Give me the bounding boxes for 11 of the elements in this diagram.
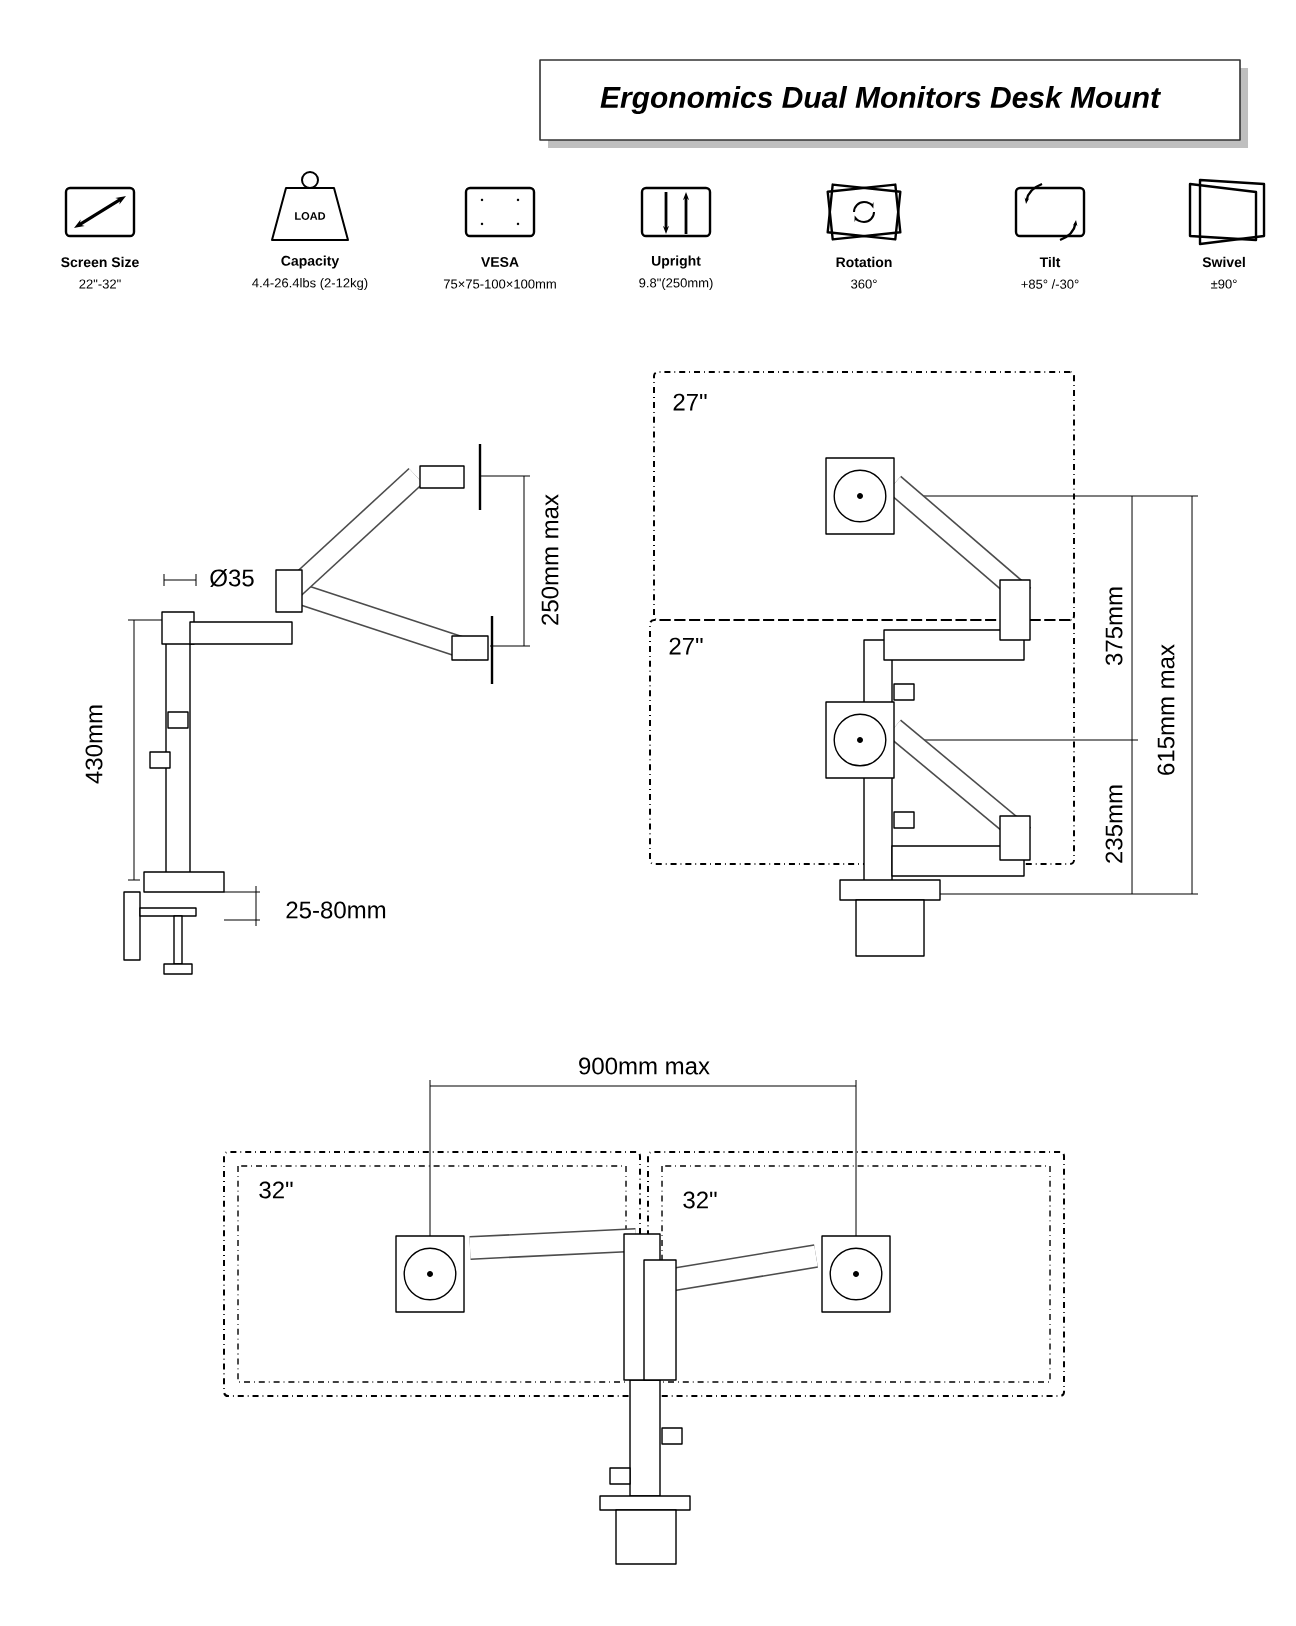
monitor-outline: 27": [653, 371, 1075, 621]
dimension-label: 615mm max: [1157, 644, 1175, 775]
dimension-label: 25-80mm: [286, 901, 386, 919]
dimension-label: 250mm max: [541, 494, 559, 625]
title-banner: Ergonomics Dual Monitors Desk Mount: [539, 59, 1248, 148]
monitor-outline: 32": [647, 1151, 1065, 1397]
dimension-label: Ø35: [210, 569, 254, 587]
dimension-label: 375mm: [1105, 587, 1123, 666]
dimension-label: 235mm: [1105, 785, 1123, 863]
dimension-label: 430mm: [85, 705, 103, 784]
dimension-label: 900mm max: [579, 1057, 710, 1075]
